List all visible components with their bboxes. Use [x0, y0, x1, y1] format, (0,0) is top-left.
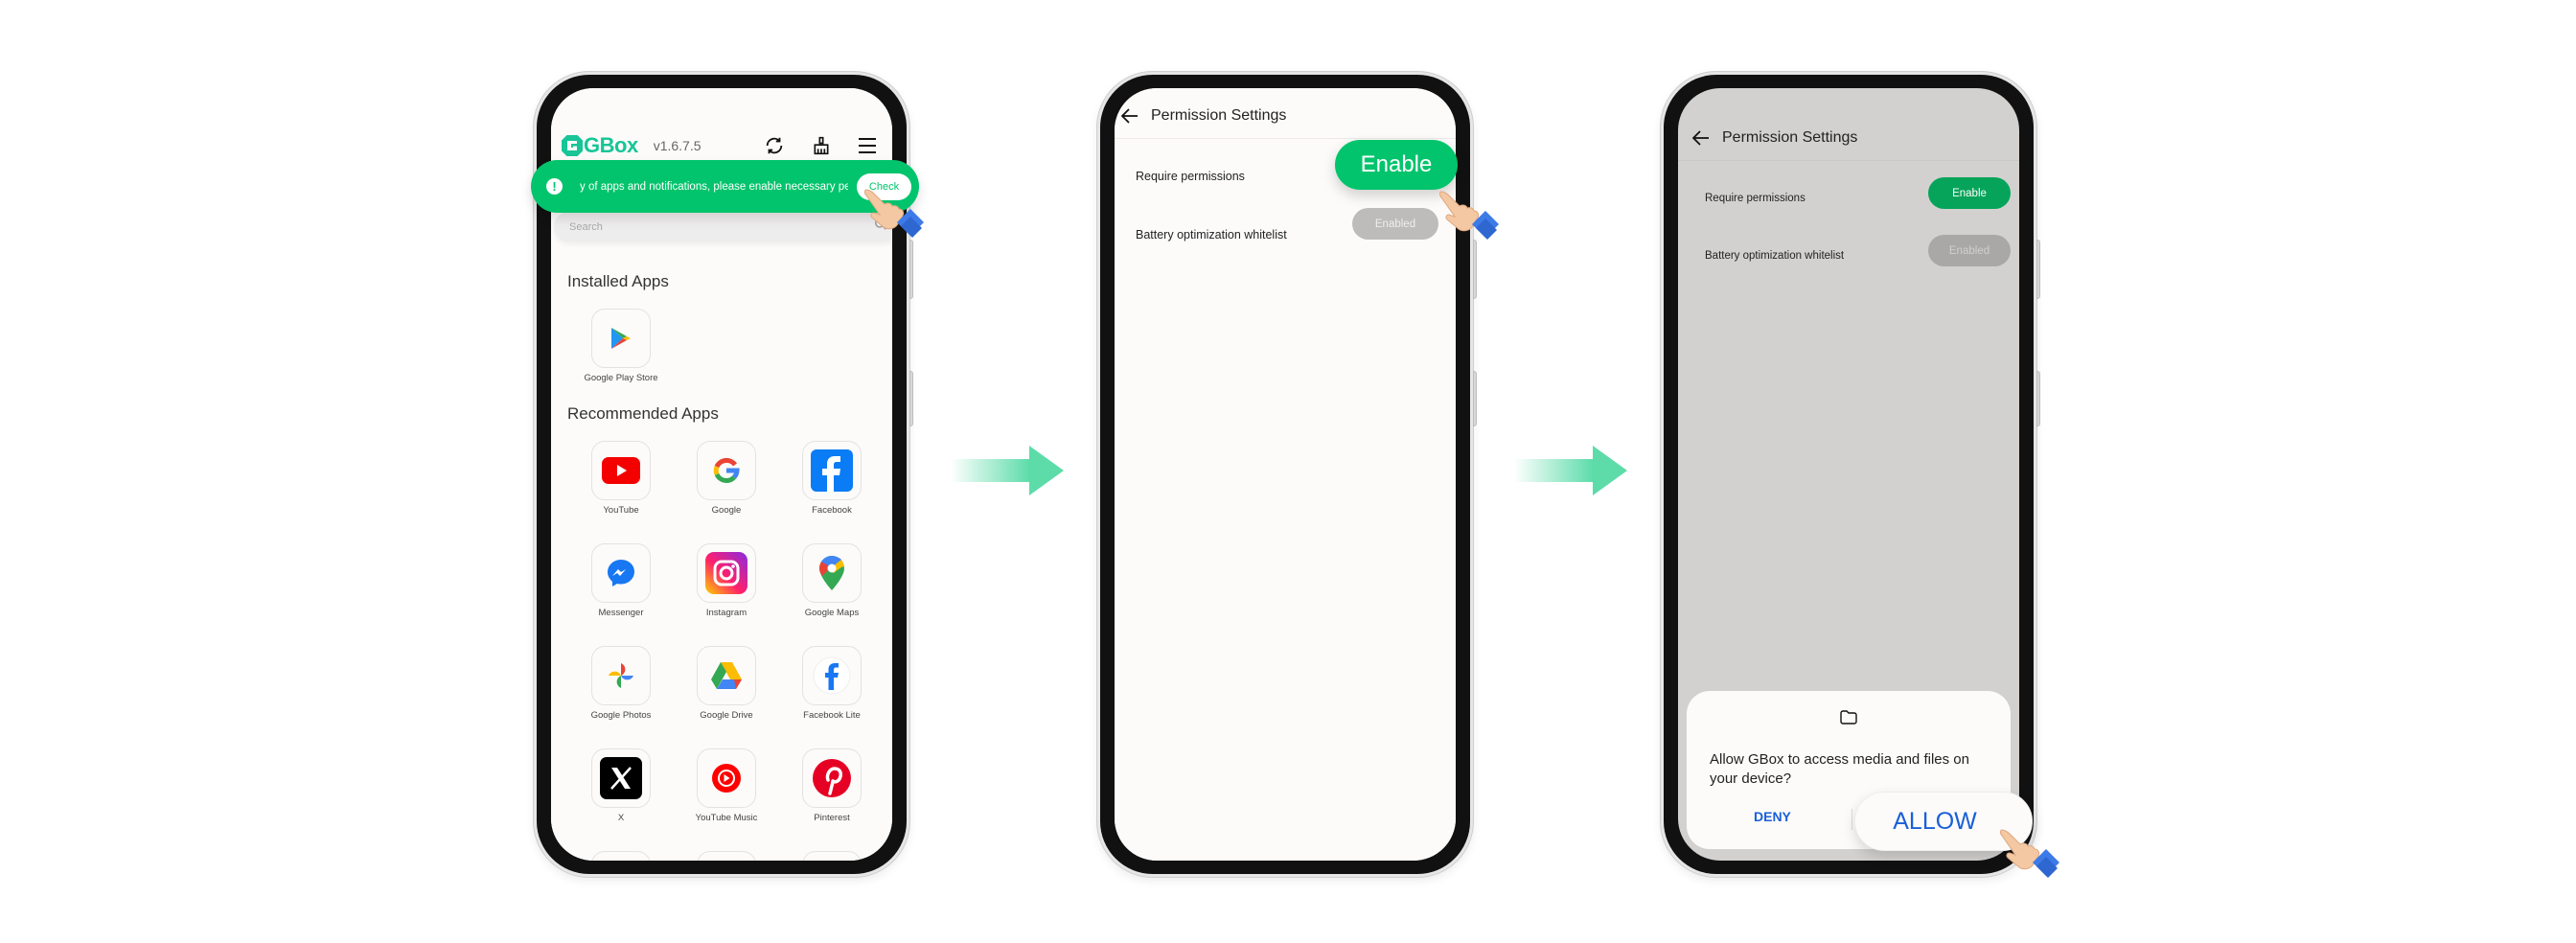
app-tile-messenger[interactable]: Messenger	[591, 543, 651, 618]
app-tile-google-maps[interactable]: Google Maps	[802, 543, 862, 618]
settings-header: Permission Settings	[1115, 93, 1456, 139]
app-label: Instagram	[705, 608, 748, 618]
settings-header: Permission Settings	[1678, 115, 2019, 161]
next-step-arrow	[1514, 446, 1627, 495]
app-label: YouTube Music	[695, 813, 758, 823]
permission-dialog-screen: Permission Settings Require permissions …	[1678, 88, 2019, 861]
app-version: v1.6.7.5	[653, 138, 702, 153]
app-label: Google Maps	[804, 608, 860, 618]
screen-clip: GBox v1.6.7.5	[551, 88, 892, 861]
search-bar[interactable]	[554, 212, 892, 242]
app-label: Google	[711, 505, 742, 516]
gbox-logo: GBox	[562, 133, 638, 158]
battery-enabled-button[interactable]: Enabled	[1928, 235, 2011, 266]
app-label: Pinterest	[814, 813, 850, 823]
back-arrow-icon[interactable]	[1118, 104, 1141, 127]
notification-message: y of apps and notifications, please enab…	[580, 180, 848, 193]
pinterest-icon	[813, 759, 851, 797]
app-tile-youtube[interactable]: YouTube	[591, 441, 651, 516]
app-tile-facebook-lite[interactable]: Facebook Lite	[802, 646, 862, 721]
facebook-lite-icon	[813, 656, 851, 695]
battery-whitelist-label: Battery optimization whitelist	[1136, 228, 1287, 242]
gbox-home-screen: GBox v1.6.7.5	[531, 88, 919, 861]
app-label: YouTube	[603, 505, 639, 516]
check-button[interactable]: Check	[857, 172, 911, 200]
app-tile-youtube-music[interactable]: YouTube Music	[696, 748, 757, 823]
volume-button	[909, 240, 913, 299]
app-label: Facebook Lite	[803, 710, 861, 721]
battery-whitelist-label: Battery optimization whitelist	[1705, 250, 1845, 262]
phone-step-1: GBox v1.6.7.5	[531, 72, 919, 877]
deny-button[interactable]: DENY	[1754, 809, 1791, 824]
dialog-question: Allow GBox to access media and files on …	[1710, 751, 1969, 787]
folder-icon	[1840, 710, 1857, 729]
search-input[interactable]	[569, 220, 874, 233]
google-maps-icon	[819, 556, 844, 590]
power-button	[1473, 371, 1477, 426]
app-tile-google[interactable]: Google	[697, 441, 756, 516]
youtube-icon	[602, 457, 640, 484]
tap-hand-icon	[1439, 191, 1499, 240]
gbox-logo-icon	[562, 135, 583, 156]
volume-button	[2036, 240, 2040, 299]
app-tile-x[interactable]: X	[591, 748, 651, 823]
menu-icon[interactable]	[858, 137, 877, 154]
require-permissions-label: Require permissions	[1136, 170, 1245, 183]
youtube-music-icon	[712, 764, 741, 793]
tap-hand-icon	[864, 189, 924, 238]
app-tile-facebook[interactable]: Facebook	[802, 441, 862, 516]
phone-bezel: GBox v1.6.7.5	[531, 75, 919, 874]
app-tile-instagram[interactable]: Instagram	[697, 543, 756, 618]
phone-step-3: Permission Settings Require permissions …	[1661, 72, 2040, 877]
app-tile-google-play-store[interactable]: Google Play Store	[584, 309, 658, 383]
app-label: Google Play Store	[584, 373, 658, 383]
app-tile-google-photos[interactable]: Google Photos	[591, 646, 651, 721]
app-tile-partial	[591, 851, 651, 861]
permission-settings-screen: Permission Settings Require permissions …	[1115, 88, 1458, 861]
refresh-icon[interactable]	[764, 135, 785, 156]
page-title: Permission Settings	[1722, 128, 1858, 146]
recommended-apps-title: Recommended Apps	[567, 404, 719, 423]
permission-notification-banner: ! y of apps and notifications, please en…	[531, 160, 919, 213]
app-label: Messenger	[598, 608, 644, 618]
app-header: GBox v1.6.7.5	[562, 130, 883, 161]
app-name: GBox	[584, 133, 638, 157]
x-icon	[600, 757, 642, 799]
warning-icon: !	[546, 178, 563, 195]
app-label: Facebook	[812, 505, 852, 516]
app-tile-partial	[802, 851, 862, 861]
enable-permissions-button[interactable]: Enable	[1335, 140, 1458, 190]
enable-permissions-button[interactable]: Enable	[1928, 177, 2011, 209]
google-icon	[713, 457, 740, 483]
app-label: Google Photos	[590, 710, 652, 721]
google-play-icon	[611, 328, 631, 349]
power-button	[2036, 371, 2040, 426]
phone-bezel: Permission Settings Require permissions …	[1664, 75, 2034, 874]
clean-broom-icon[interactable]	[812, 136, 831, 155]
app-tile-partial	[697, 851, 756, 861]
phone-bezel: Permission Settings Require permissions …	[1100, 75, 1470, 874]
app-label: Google Drive	[700, 710, 753, 721]
tap-hand-icon	[2000, 829, 2059, 878]
back-arrow-icon[interactable]	[1690, 126, 1713, 150]
google-photos-icon	[609, 663, 633, 688]
page-title: Permission Settings	[1151, 106, 1287, 124]
google-drive-icon	[711, 662, 742, 689]
app-label: X	[617, 813, 625, 823]
instagram-icon	[705, 552, 748, 594]
facebook-icon	[811, 449, 853, 492]
app-tile-pinterest[interactable]: Pinterest	[802, 748, 862, 823]
next-step-arrow	[951, 446, 1064, 495]
screen-clip: Permission Settings Require permissions …	[1115, 88, 1456, 861]
allow-button[interactable]: ALLOW	[1854, 792, 2033, 851]
phone-step-2: Permission Settings Require permissions …	[1097, 72, 1477, 877]
app-tile-google-drive[interactable]: Google Drive	[697, 646, 756, 721]
volume-button	[1473, 240, 1477, 299]
installed-apps-title: Installed Apps	[567, 272, 669, 290]
battery-enabled-button[interactable]: Enabled	[1352, 208, 1438, 240]
messenger-icon	[608, 560, 634, 586]
power-button	[909, 371, 913, 426]
require-permissions-label: Require permissions	[1705, 193, 1806, 204]
